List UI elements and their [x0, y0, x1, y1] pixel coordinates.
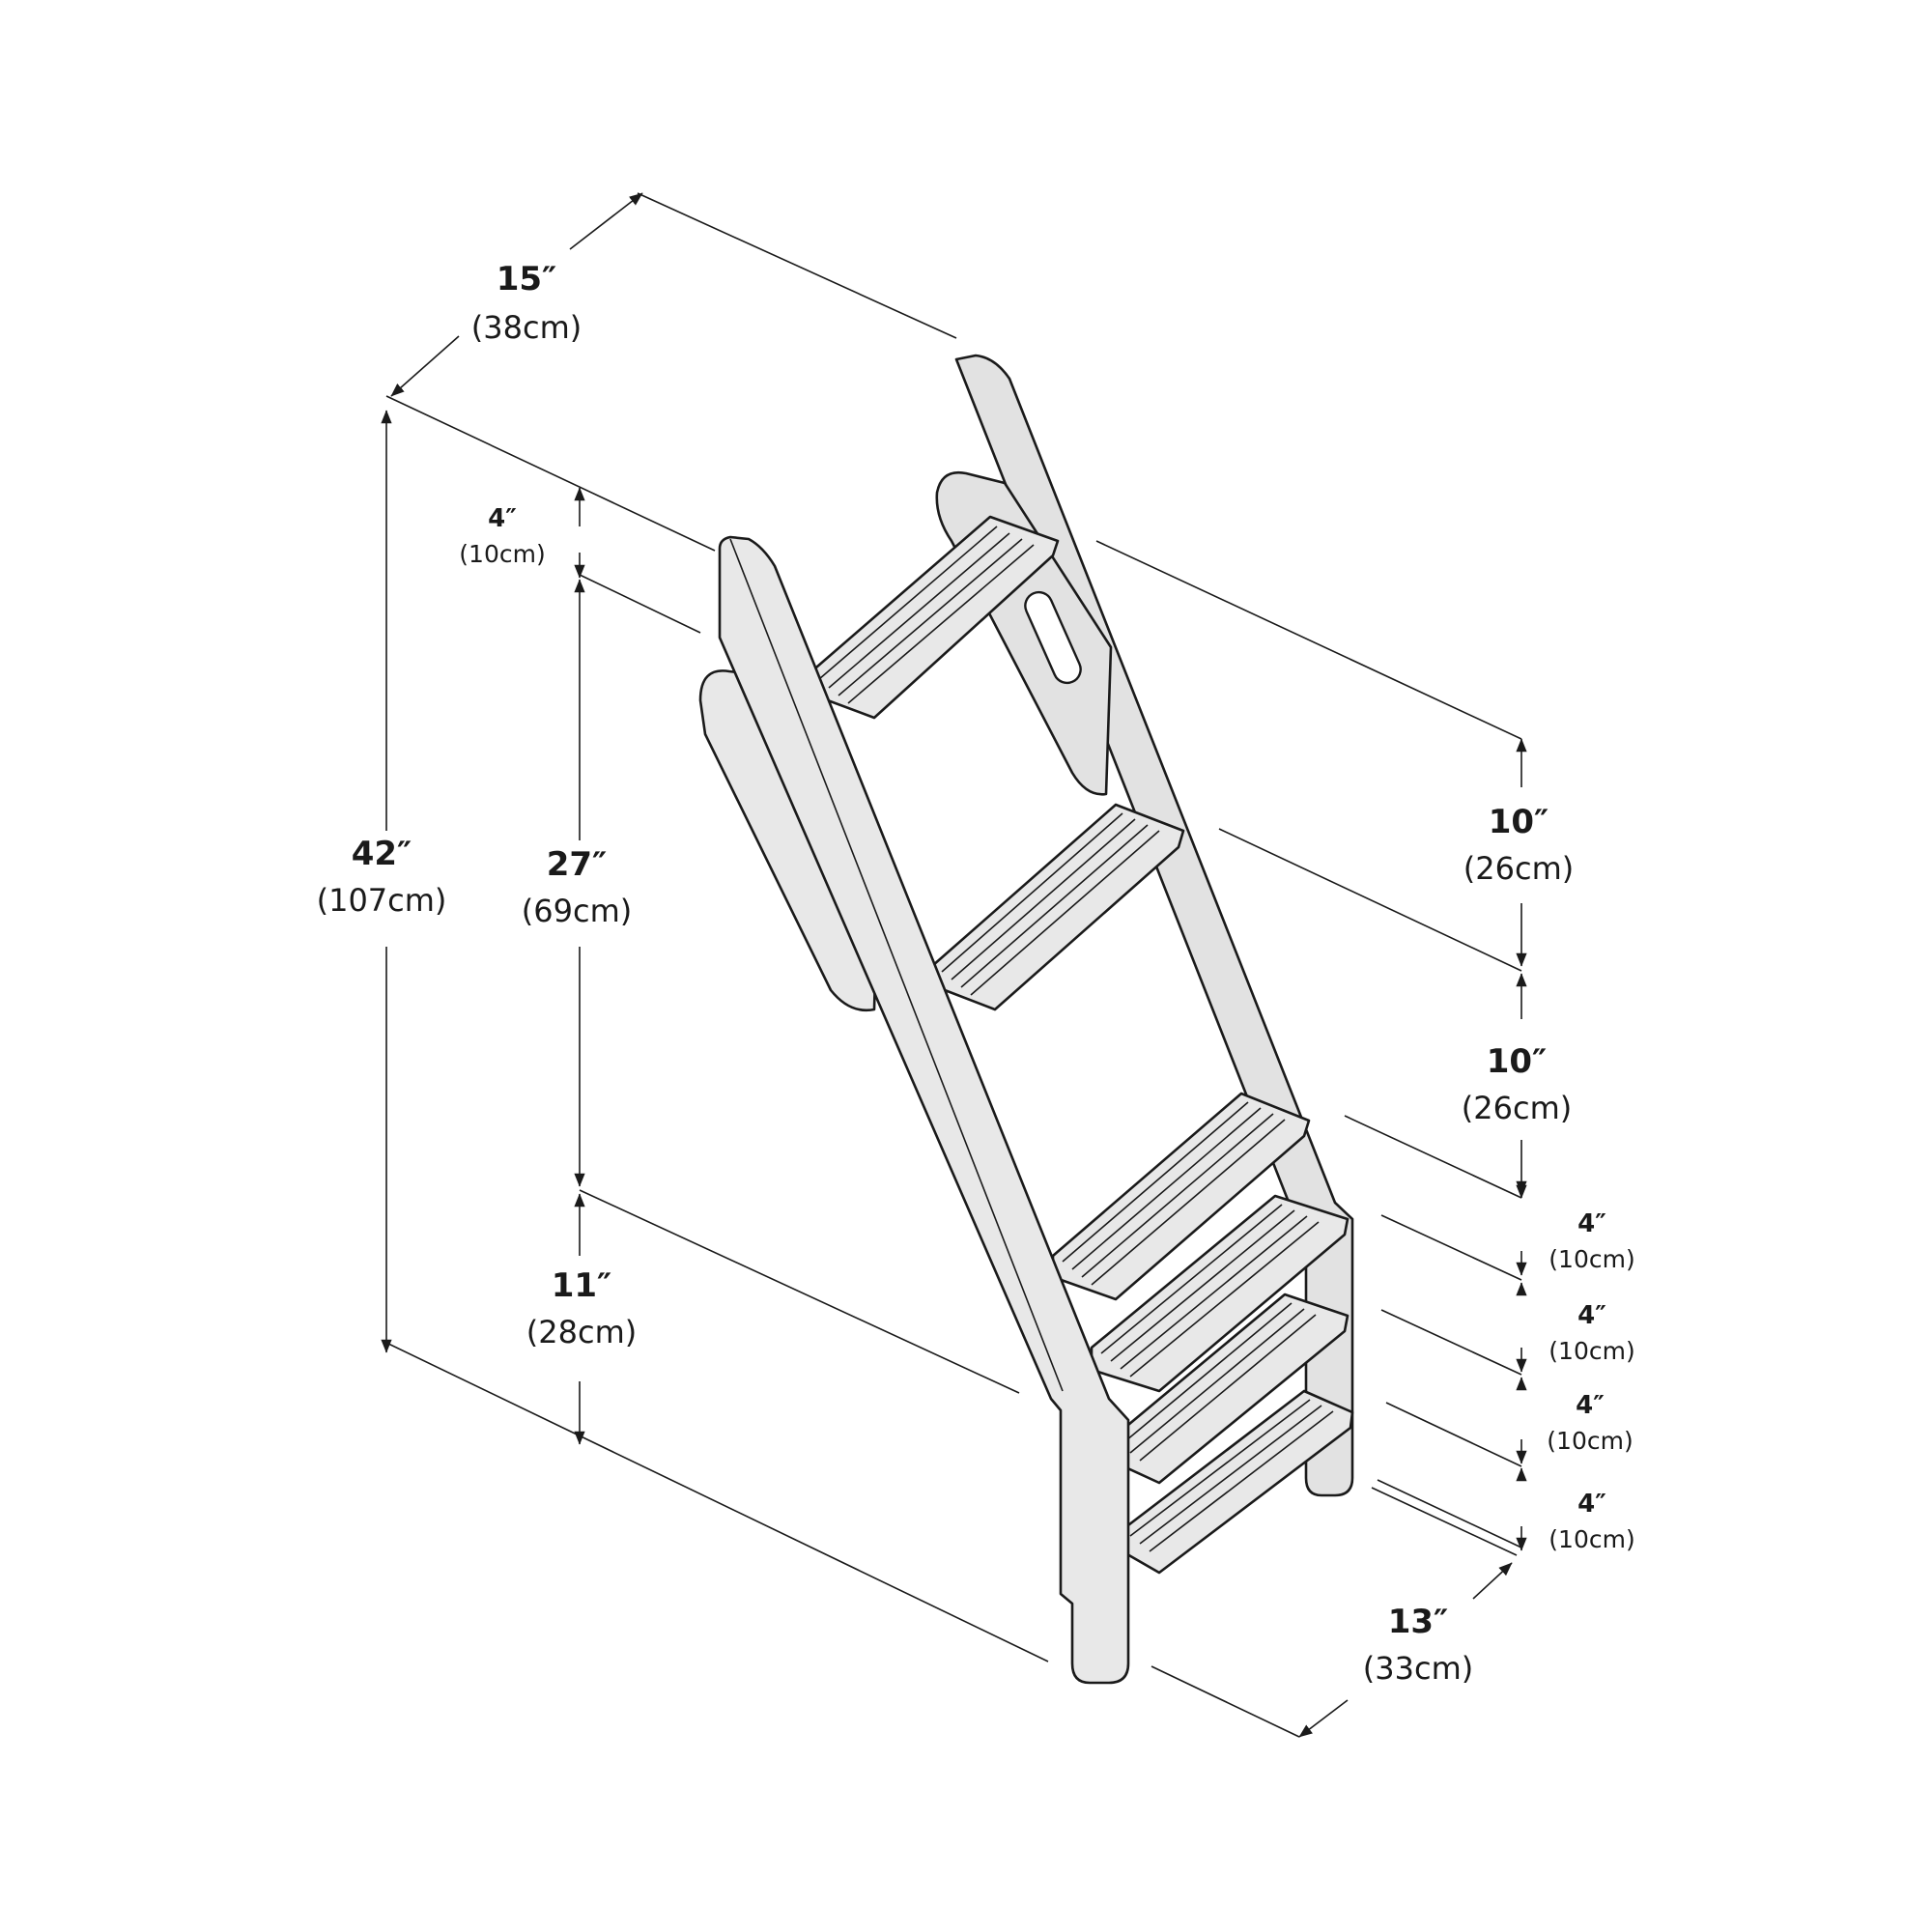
step-4: [1090, 1194, 1350, 1393]
step-1: [808, 515, 1060, 720]
step-small-4-cm: (10cm): [1548, 1525, 1634, 1553]
back-side-rail: [954, 354, 1354, 1497]
handle-rail-cm: (69cm): [522, 893, 632, 929]
depth-top-cm: (38cm): [471, 309, 582, 346]
step-middle-cm: (26cm): [1462, 1090, 1572, 1126]
dimension-labels: 15″ (38cm) 42″ (107cm) 4″ (10cm) 27″ (69…: [317, 260, 1635, 1687]
height-total-cm: (107cm): [317, 882, 447, 919]
back-handle-slot: [1024, 590, 1082, 685]
front-rail-edge: [729, 538, 1064, 1392]
step-middle-inches: 10″: [1487, 1042, 1548, 1081]
steps: [808, 515, 1354, 1575]
handle-rail-inches: 27″: [547, 845, 608, 884]
bottom-rail-inches: 11″: [552, 1266, 612, 1305]
ladder-illustration: [698, 354, 1354, 1685]
top-offset-inches: 4″: [488, 504, 517, 533]
width-bottom-cm: (33cm): [1363, 1650, 1473, 1687]
step-small-3-cm: (10cm): [1547, 1427, 1633, 1455]
top-offset-cm: (10cm): [459, 540, 545, 568]
step-small-1-cm: (10cm): [1548, 1245, 1634, 1273]
front-handle-board: [698, 669, 881, 1012]
step-2: [930, 803, 1185, 1011]
step-small-2-inches: 4″: [1577, 1301, 1606, 1330]
front-side-rail: [718, 535, 1130, 1685]
step-upper-cm: (26cm): [1463, 850, 1574, 887]
step-upper-inches: 10″: [1489, 803, 1549, 841]
step-small-2-cm: (10cm): [1548, 1337, 1634, 1365]
height-total-inches: 42″: [352, 835, 412, 873]
step-3: [1051, 1092, 1311, 1301]
dimension-lines: [381, 192, 1527, 1738]
step-small-1-inches: 4″: [1577, 1209, 1606, 1238]
width-bottom-inches: 13″: [1388, 1603, 1449, 1641]
bottom-rail-cm: (28cm): [526, 1314, 637, 1350]
depth-top-inches: 15″: [497, 260, 557, 298]
step-small-4-inches: 4″: [1577, 1490, 1606, 1519]
step-small-3-inches: 4″: [1576, 1391, 1605, 1420]
